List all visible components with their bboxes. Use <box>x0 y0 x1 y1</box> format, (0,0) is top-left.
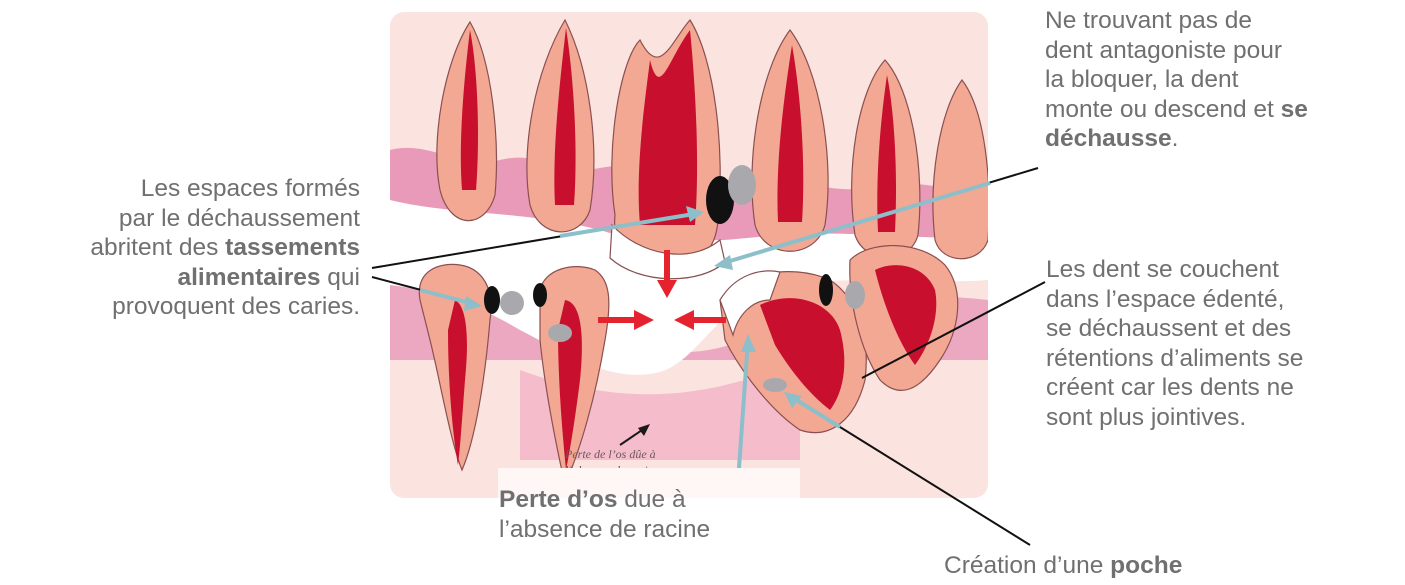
annotation-mid-right-line-5: créent car les dents ne <box>1046 373 1405 403</box>
annotation-left-line-4: alimentaires qui <box>0 263 360 293</box>
annotation-food-impaction: Les espaces formés par le déchaussement … <box>0 174 360 322</box>
annotation-left-line-5: provoquent des caries. <box>0 292 360 322</box>
annotation-bottom-center-line-2: l’absence de racine <box>499 515 819 545</box>
food-impaction-lower-grey-1 <box>500 291 524 315</box>
food-impaction-lower-grey-3 <box>845 281 865 309</box>
annotation-extrusion: Ne trouvant pas de dent antagoniste pour… <box>1045 6 1405 154</box>
annotation-top-right-line-4: monte ou descend et se <box>1045 95 1405 125</box>
annotation-bottom-center-line-1: Perte d’os due à <box>499 485 819 515</box>
food-impaction-upper-grey <box>728 165 756 205</box>
annotation-left-line-2: par le déchaussement <box>0 204 360 234</box>
annotation-mid-right-line-4: rétentions d’aliments se <box>1046 344 1405 374</box>
annotation-left-line-3-bold: tassements <box>225 234 360 261</box>
annotation-left-line-3: abritent des tassements <box>0 233 360 263</box>
pocket-grey <box>763 378 787 392</box>
annotation-bottom-center-line-1-text: due à <box>617 486 685 513</box>
annotation-top-right-line-5-text: . <box>1172 125 1179 152</box>
food-impaction-lower-dark-3 <box>819 274 833 306</box>
annotation-top-right-line-4-bold: se <box>1281 96 1308 123</box>
annotation-top-right-line-4-text: monte ou descend et <box>1045 96 1281 123</box>
annotation-top-right-line-5: déchausse. <box>1045 124 1405 154</box>
annotation-left-line-1: Les espaces formés <box>0 174 360 204</box>
annotation-top-right-line-1: Ne trouvant pas de <box>1045 6 1405 36</box>
annotation-left-line-3-text: abritent des <box>90 234 225 261</box>
annotation-pocket: Création d’une poche <box>944 551 1404 581</box>
annotation-top-right-line-2: dent antagoniste pour <box>1045 36 1405 66</box>
food-impaction-lower-grey-2 <box>548 324 572 342</box>
food-impaction-lower-dark-1 <box>484 286 500 314</box>
annotation-mid-right-line-6: sont plus jointives. <box>1046 403 1405 433</box>
annotation-left-line-4-text: qui <box>320 264 360 291</box>
annotation-mid-right-line-1: Les dent se couchent <box>1046 255 1405 285</box>
inner-caption-line-1: Perte de l’os dûe à <box>565 446 705 462</box>
food-impaction-lower-dark-2 <box>533 283 547 307</box>
annotation-left-line-4-bold: alimentaires <box>177 264 320 291</box>
annotation-top-right-line-3: la bloquer, la dent <box>1045 65 1405 95</box>
annotation-bottom-center-line-1-bold: Perte d’os <box>499 486 617 513</box>
annotation-bottom-right-text: Création d’une <box>944 552 1110 579</box>
annotation-mid-right-line-3: se déchaussent et des <box>1046 314 1405 344</box>
annotation-bone-loss: Perte d’os due à l’absence de racine <box>499 485 819 544</box>
annotation-tilting: Les dent se couchent dans l’espace édent… <box>1046 255 1405 432</box>
annotation-bottom-right-bold: poche <box>1110 552 1182 579</box>
annotation-top-right-line-5-bold: déchausse <box>1045 125 1172 152</box>
annotation-mid-right-line-2: dans l’espace édenté, <box>1046 285 1405 315</box>
